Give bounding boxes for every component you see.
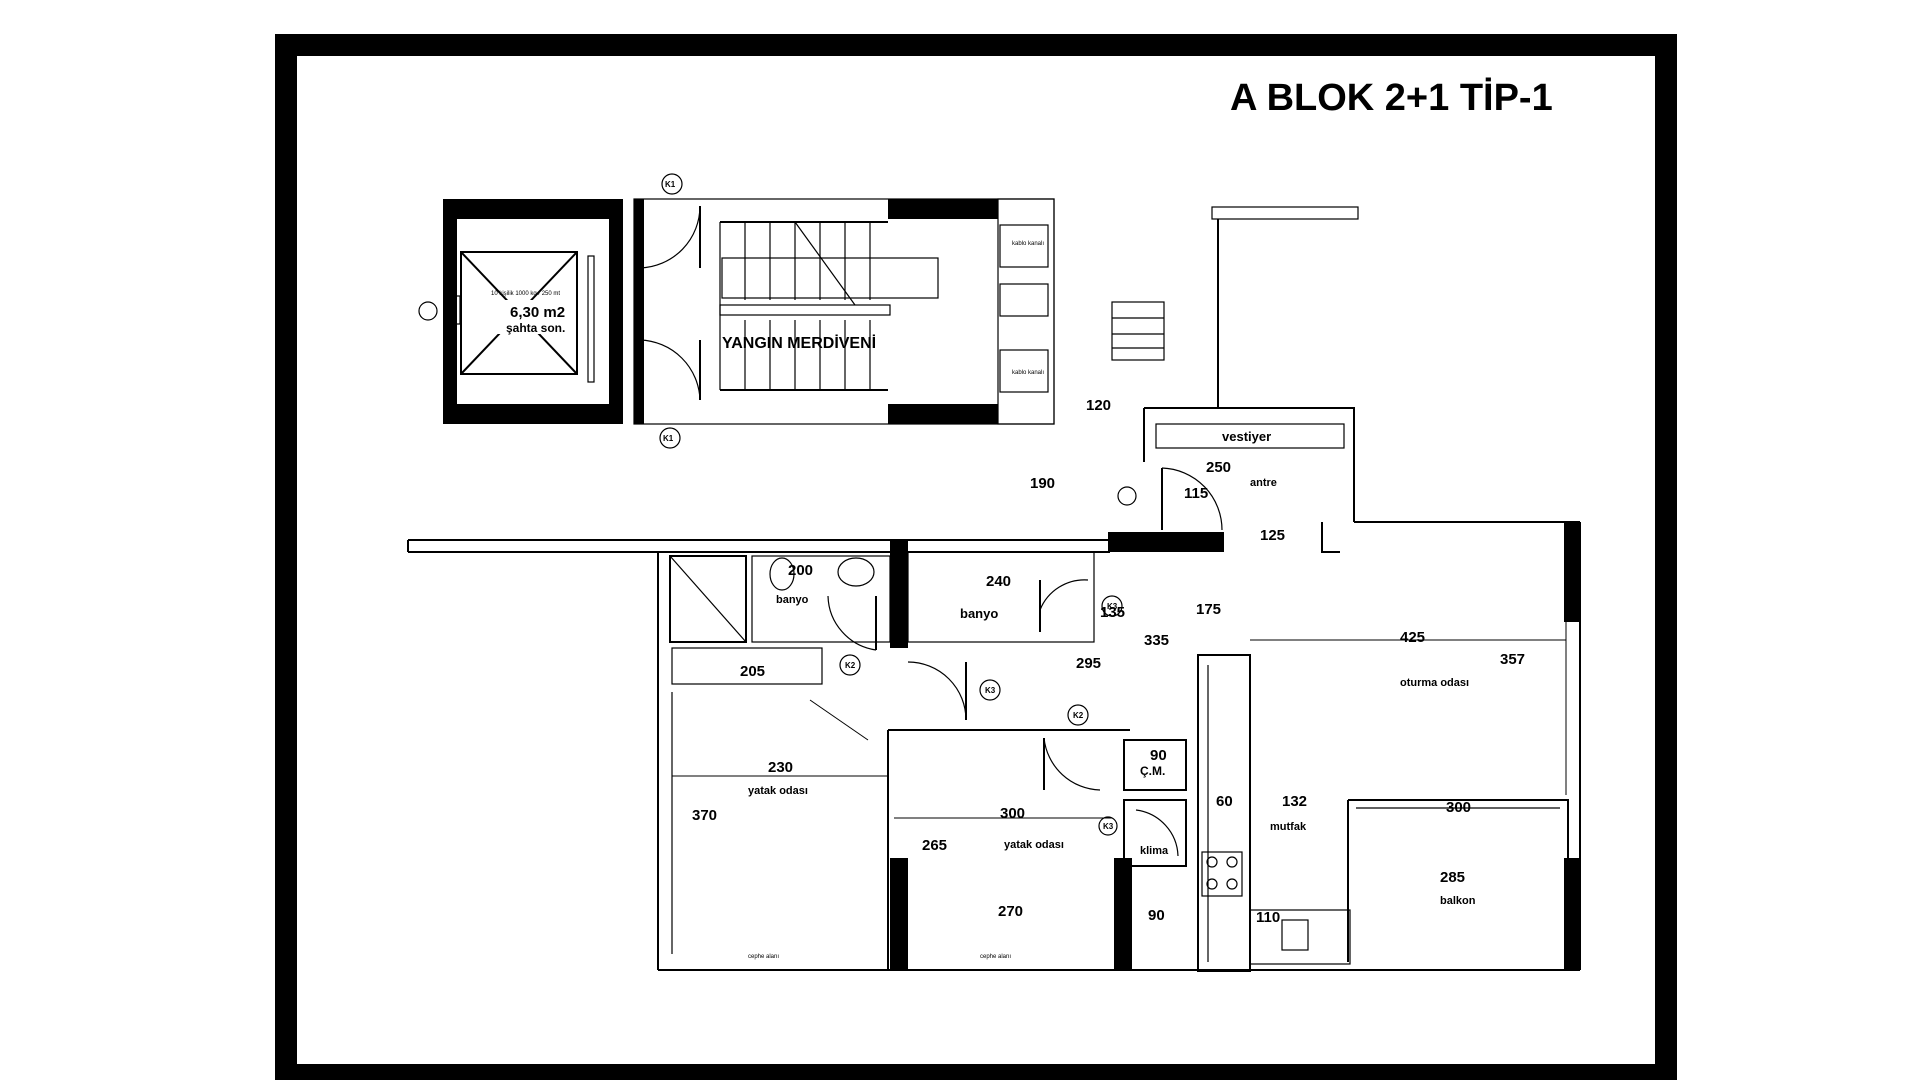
elevator-area: 6,30 m2 [510,304,565,321]
dimension-labels: 120 190 250 115 125 200 240 135 425 357 … [692,397,1525,926]
door-tag-k1-bottom: K1 [663,434,674,443]
facade-center: cephe alanı [980,954,1011,960]
service-spaces: Ç.M. klima [1098,739,1187,867]
fire-stair: YANGIN MERDİVENİ kablo kanalı kablo kana… [633,198,1055,425]
dim-240: 240 [986,573,1011,590]
room-mutfak: mutfak [1270,821,1307,833]
dim-205: 205 [740,663,765,680]
room-balkon: balkon [1440,895,1476,907]
bathroom-center: banyo [907,551,1123,643]
hall-partitions [809,654,1130,970]
bedroom-left: yatak odası cephe alanı [671,692,888,960]
room-vestiyer: vestiyer [1222,429,1271,444]
facade-left: cephe alanı [748,954,779,960]
balcony: balkon [1347,799,1569,962]
room-klima: klima [1140,845,1169,857]
door-tag-k2-b: K2 [1073,711,1084,720]
outer-frame [275,34,1677,1080]
dim-370: 370 [692,807,717,824]
elevator-door-tag [418,295,461,325]
cable-room-top: kablo kanalı [1012,241,1044,247]
room-yatak-left: yatak odası [748,785,808,797]
dim-357: 357 [1500,651,1525,668]
dim-190: 190 [1030,475,1055,492]
wardrobe-strip [671,647,823,685]
elevator-shaft: 10 kişilik 1000 kg / 250 mt 6,30 m2 şaht… [443,199,623,424]
dim-115: 115 [1184,485,1208,502]
dim-295: 295 [1076,655,1101,672]
dim-90-cm: 90 [1150,747,1167,764]
dim-230: 230 [768,759,793,776]
dim-135: 135 [1100,604,1125,621]
room-oturma: oturma odası [1400,677,1469,689]
dim-120: 120 [1086,397,1111,414]
fire-stair-label: YANGIN MERDİVENİ [722,334,876,352]
kitchen: mutfak [1197,654,1351,972]
door-tag-k2: K2 [845,661,856,670]
room-banyo-left: banyo [776,594,809,606]
room-yatak-center: yatak odası [1004,839,1064,851]
bedroom-center: yatak odası cephe alanı [894,817,1112,960]
dim-270: 270 [998,903,1023,920]
upper-balcony-rail [1211,206,1359,408]
dim-285: 285 [1440,869,1465,886]
dim-335: 335 [1144,632,1169,649]
door-tag-k1-top: K1 [665,180,676,189]
room-cm: Ç.M. [1140,764,1165,778]
dim-110: 110 [1256,909,1280,926]
dim-250: 250 [1206,459,1231,476]
dim-175: 175 [1196,601,1221,618]
plan-title: A BLOK 2+1 TİP-1 [1230,77,1553,119]
dim-90: 90 [1148,907,1165,924]
dim-200: 200 [788,562,813,579]
bathroom-left: banyo [669,555,891,651]
living-room: oturma odası [1250,540,1567,795]
door-tag-k3-a: K3 [1107,602,1118,611]
apartment-door-tags: K3 K2 K3 K2 K3 [845,602,1118,831]
dim-125: 125 [1260,527,1285,544]
dim-300-bed: 300 [1000,805,1025,822]
dim-60: 60 [1216,793,1233,810]
dim-132: 132 [1282,793,1307,810]
room-banyo-center: banyo [960,606,998,621]
cable-room-bottom: kablo kanalı [1012,370,1044,376]
entrance-area: vestiyer antre [1108,407,1355,552]
elevator-spec: 10 kişilik 1000 kg / 250 mt [491,291,560,297]
dim-265: 265 [922,837,947,854]
room-antre: antre [1250,477,1277,489]
door-tag-k3-c: K3 [1103,822,1114,831]
stair-doors: K1 K1 [639,173,701,449]
dim-425: 425 [1400,629,1425,646]
corridor-slab [407,539,1110,553]
door-tag-k3-b: K3 [985,686,996,695]
elevator-shaft-note: şahta son. [506,321,565,335]
dim-300-bal: 300 [1446,799,1471,816]
annotation-cluster [1111,301,1165,361]
